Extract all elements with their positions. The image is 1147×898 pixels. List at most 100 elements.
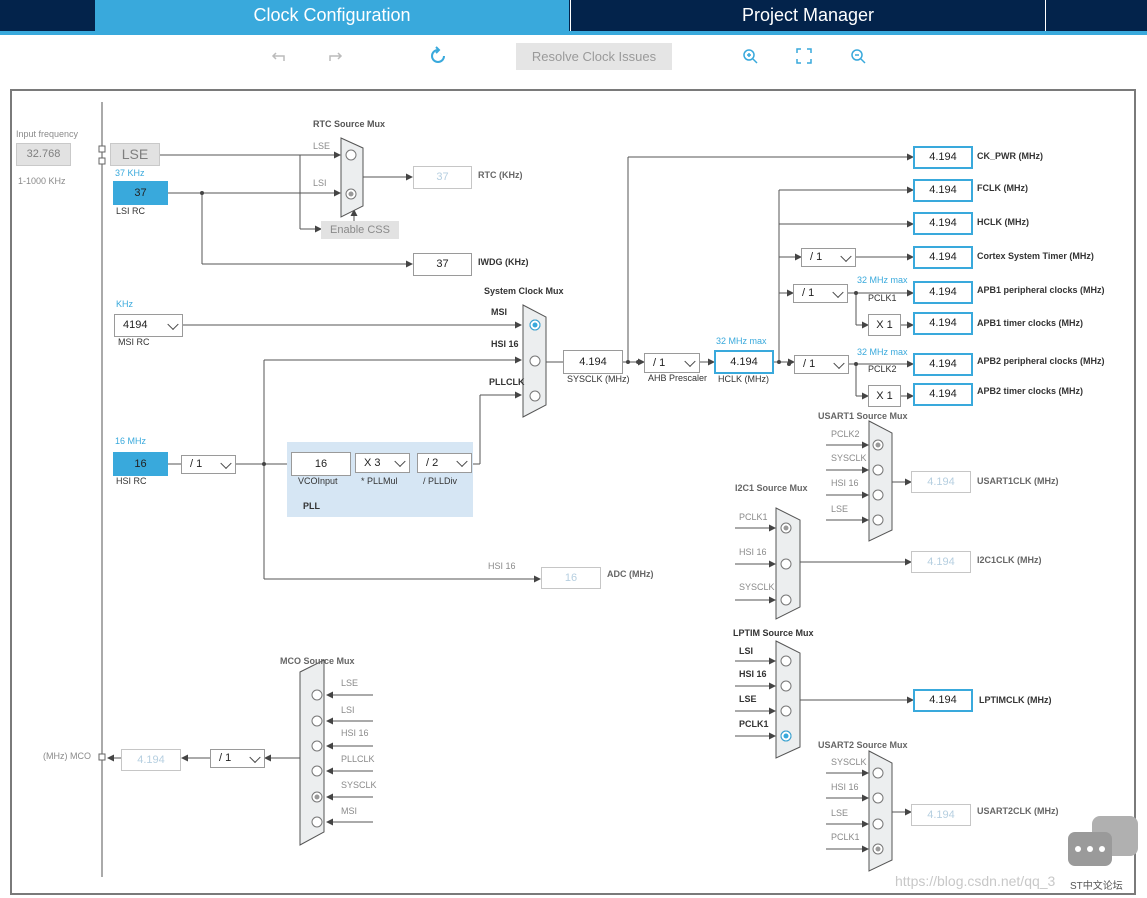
ahb-prescaler-value: / 1 [653,357,666,369]
chevron-down-icon [684,355,696,368]
lptimclk-field[interactable]: 4.194 [913,689,973,712]
usart1-in-lse: LSE [831,504,849,514]
sysclk-label: SYSCLK (MHz) [567,374,630,384]
tab-project-manager[interactable]: Project Manager [570,0,1046,31]
i2c1-in-sysclk: SYSCLK [739,582,775,592]
lptim-in-hsi16: HSI 16 [739,669,767,679]
apb1-timer-field[interactable]: 4.194 [913,312,973,335]
hclk-out-field[interactable]: 4.194 [913,212,973,235]
apb1-peripheral-label: APB1 peripheral clocks (MHz) [977,285,1105,295]
usart1-in-pclk2: PCLK2 [831,429,860,439]
mco-output[interactable]: 4.194 [121,749,181,771]
usart2-in-sysclk: SYSCLK [831,757,867,767]
zoom-out-icon[interactable] [847,45,869,67]
apb1-timer-mul[interactable]: X 1 [868,314,901,336]
input-frequency-field[interactable]: 32.768 [16,143,71,166]
rtc-mux-title: RTC Source Mux [313,119,386,129]
mco-divider-select[interactable]: / 1 [210,749,265,768]
sysmux-in-msi: MSI [491,307,508,317]
fclk-label: FCLK (MHz) [977,183,1028,193]
fit-icon[interactable] [793,45,815,67]
input-frequency-title: Input frequency [16,129,79,139]
sysmux-in-hsi: HSI 16 [491,339,519,349]
cortex-timer-field[interactable]: 4.194 [913,246,973,269]
cortex-divider-select[interactable]: / 1 [801,248,856,267]
hsi-divider-value: / 1 [190,458,203,470]
ahb-prescaler-label: AHB Prescaler [648,373,708,383]
lptim-in-lse: LSE [739,694,757,704]
usart1-in-sysclk: SYSCLK [831,453,867,463]
pll-vco-label: VCOInput [298,476,338,486]
apb2-prescaler-select[interactable]: / 1 [794,355,849,374]
adc-output[interactable]: 16 [541,567,601,589]
i2c1clk-output[interactable]: 4.194 [911,551,971,573]
undo-icon[interactable] [269,45,291,67]
mco-divider-value: / 1 [219,752,232,764]
mco-in-hsi16: HSI 16 [341,728,369,738]
i2c1-in-pclk1: PCLK1 [739,512,768,522]
msi-rc-value: 4194 [123,319,148,331]
hsi-rc-label: HSI RC [116,476,147,486]
resolve-clock-issues-button[interactable]: Resolve Clock Issues [516,43,672,70]
hsi-rc-box[interactable]: 16 [113,452,168,476]
ck-pwr-field[interactable]: 4.194 [913,146,973,169]
mco-in-pllclk: PLLCLK [341,754,375,764]
refresh-icon[interactable] [427,45,449,67]
usart1-mux-title: USART1 Source Mux [818,411,908,421]
watermark-text: https://blog.csdn.net/qq_3 [895,873,1056,889]
apb1-prescaler-select[interactable]: / 1 [793,284,848,303]
cortex-timer-label: Cortex System Timer (MHz) [977,251,1094,261]
apb2-timer-mul[interactable]: X 1 [868,385,901,407]
i2c1clk-label: I2C1CLK (MHz) [977,555,1042,565]
lse-source[interactable]: LSE [110,143,160,166]
usart2-in-pclk1: PCLK1 [831,832,860,842]
usart2clk-output[interactable]: 4.194 [911,804,971,826]
apb2-timer-label: APB2 timer clocks (MHz) [977,386,1084,396]
ahb-prescaler-select[interactable]: / 1 [644,353,700,373]
system-clock-mux-title: System Clock Mux [484,286,564,296]
mco-in-lse: LSE [341,678,359,688]
apb2-max: 32 MHz max [857,347,908,357]
mco-mux-title: MCO Source Mux [280,656,355,666]
fclk-field[interactable]: 4.194 [913,179,973,202]
pclk1-label: PCLK1 [868,293,897,303]
zoom-in-icon[interactable] [739,45,761,67]
pll-mul-select[interactable]: X 3 [355,453,410,473]
chevron-down-icon [167,318,179,330]
iwdg-label: IWDG (KHz) [478,257,529,267]
lsi-frequency: 37 KHz [115,168,145,178]
usart2-in-hsi16: HSI 16 [831,782,859,792]
lsi-rc-label: LSI RC [116,206,146,216]
rtc-in-lse: LSE [313,141,331,151]
cortex-divider-value: / 1 [810,251,823,263]
sysclk-output[interactable]: 4.194 [563,350,623,374]
hclk-field[interactable]: 4.194 [714,350,774,374]
pll-div-label: / PLLDiv [423,476,458,486]
pll-div-select[interactable]: / 2 [417,453,472,473]
hclk-out-label: HCLK (MHz) [977,217,1029,227]
mco-in-msi: MSI [341,806,358,816]
apb1-peripheral-field[interactable]: 4.194 [913,281,973,304]
iwdg-output[interactable]: 37 [413,253,472,276]
redo-icon[interactable] [323,45,345,67]
usart1-in-hsi16: HSI 16 [831,478,859,488]
apb2-prescaler-value: / 1 [803,358,816,370]
enable-css-button[interactable]: Enable CSS [321,221,399,239]
lsi-rc-box[interactable]: 37 [113,181,168,205]
msi-rc-select[interactable]: 4194 [114,314,183,337]
apb1-max: 32 MHz max [857,275,908,285]
apb2-peripheral-field[interactable]: 4.194 [913,353,973,376]
tab-clock-configuration[interactable]: Clock Configuration [95,0,569,31]
usart2clk-label: USART2CLK (MHz) [977,806,1059,816]
usart1clk-output[interactable]: 4.194 [911,471,971,493]
ck-pwr-label: CK_PWR (MHz) [977,151,1043,161]
pclk2-label: PCLK2 [868,364,897,374]
rtc-output-label: RTC (KHz) [478,170,523,180]
rtc-output[interactable]: 37 [413,166,472,189]
hsi-divider-select[interactable]: / 1 [181,455,236,474]
watermark-forum: ST中文论坛 [1070,881,1123,892]
pll-vco-input[interactable]: 16 [291,452,351,476]
chevron-down-icon [833,357,845,369]
apb2-timer-field[interactable]: 4.194 [913,383,973,406]
